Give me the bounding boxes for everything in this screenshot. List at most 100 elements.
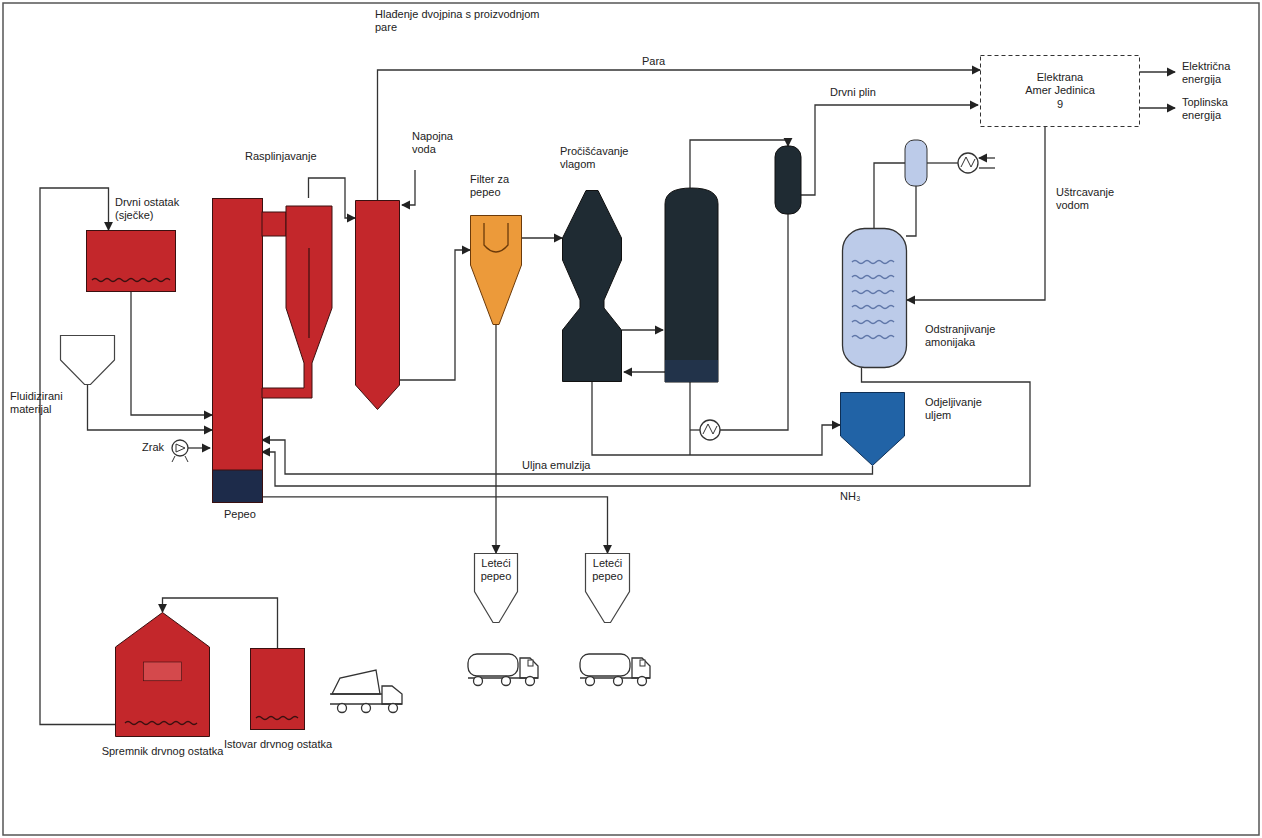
drawing-part	[843, 229, 907, 368]
stream-label: Drvni plin	[828, 86, 878, 99]
node-caption: Spremnik drvnog ostatka	[100, 745, 225, 758]
drawing-part	[382, 686, 402, 704]
flow-connector	[400, 250, 470, 380]
drawing-part	[720, 214, 788, 430]
flow-connector	[522, 237, 562, 238]
drawing-part	[981, 56, 1140, 127]
drawing-part	[665, 188, 718, 382]
drawing-part	[563, 191, 622, 382]
drawing-part	[308, 248, 309, 338]
drawing-part	[961, 157, 975, 167]
drawing-part	[389, 704, 398, 713]
drawing-part	[852, 261, 894, 264]
ash-truck	[468, 654, 538, 686]
fly-ash-silo: Leteći pepeo	[585, 553, 630, 623]
gasifier-shape	[212, 198, 334, 503]
bed-material-hopper-shape	[60, 335, 115, 385]
drawing-part	[852, 291, 894, 294]
gas-cooler-shape	[355, 200, 400, 410]
drawing-part	[700, 420, 720, 440]
output-label: Električna energija	[1180, 60, 1248, 86]
drawing-part	[471, 216, 522, 325]
drawing-part	[906, 186, 916, 236]
drawing-part	[622, 329, 663, 330]
drawing-part	[1140, 107, 1175, 108]
drawing-part	[330, 693, 382, 694]
stream-label: Pepeo	[222, 508, 258, 521]
drawing-part	[262, 212, 286, 236]
fly-ash-silo: Leteći pepeo	[474, 553, 518, 623]
drawing-part	[801, 105, 978, 195]
gas-drum	[775, 146, 801, 214]
drawing-part	[979, 157, 995, 158]
node-caption: Fluidizirani materijal	[10, 390, 80, 416]
node-text: Leteći pepeo	[474, 557, 518, 583]
node-text: Leteći pepeo	[585, 557, 630, 583]
drawing-part	[689, 382, 690, 455]
air-fan	[172, 440, 188, 462]
oil-separator-shape	[840, 392, 905, 466]
edge-label: Para	[640, 55, 667, 68]
flow-connector	[262, 497, 608, 553]
drawing-part	[332, 670, 380, 694]
drawing-part	[125, 722, 197, 725]
node-caption: Drvni ostatak (sječke)	[115, 196, 195, 222]
drawing-part	[356, 201, 400, 410]
drawing-part	[176, 444, 185, 452]
gasifier: Rasplinjavanje	[212, 198, 334, 503]
node-text: Elektrana Amer Jedinica 9	[1025, 71, 1095, 111]
drawing-part	[188, 447, 210, 448]
process-lines	[188, 72, 1175, 455]
node-caption: Pročišćavanje vlagom	[560, 145, 645, 171]
drawing-part	[251, 649, 305, 730]
wood-store: Spremnik drvnog ostatka	[115, 612, 210, 737]
drawing-part	[92, 279, 170, 282]
node-caption: Filter za pepeo	[470, 173, 530, 199]
drawing-part	[213, 199, 263, 503]
drawing-part	[262, 206, 332, 398]
node-caption: Odjeljivanje uljem	[925, 396, 1005, 422]
tipper-truck	[330, 670, 402, 713]
stream-label: Napojna voda	[410, 130, 474, 156]
drawing-part	[703, 424, 717, 434]
ash-truck	[580, 654, 650, 686]
scrubber-column	[665, 188, 718, 382]
drawing-part	[172, 440, 188, 456]
drawing-part	[958, 153, 978, 173]
drawing-part	[690, 429, 700, 430]
drawing-part	[852, 276, 894, 279]
stream-label: Zrak	[140, 441, 166, 454]
drawing-part	[172, 456, 188, 462]
ash-filter-shape	[470, 215, 522, 325]
node-caption: Rasplinjavanje	[245, 150, 340, 163]
wet-scrubber-shape	[562, 190, 622, 382]
flow-connector	[131, 292, 212, 415]
flow-connector	[592, 382, 840, 455]
node-caption: Odstranjivanje amonijaka	[925, 323, 1015, 349]
drawing-part	[213, 470, 263, 503]
drawing-part	[852, 321, 894, 324]
ash-filter: Filter za pepeo	[470, 215, 522, 325]
flow-connector	[495, 325, 496, 553]
gas-cooler: Hlađenje dvojpina s proizvodnjom pare	[355, 200, 400, 410]
feed-hopper-shape	[86, 230, 176, 292]
drawing-part	[665, 360, 718, 382]
drawing-part	[874, 163, 905, 228]
wet-scrubber: Pročišćavanje vlagom	[562, 190, 622, 382]
drawing-part	[690, 140, 788, 188]
bed-material-hopper: Fluidizirani materijal	[60, 335, 115, 385]
drawing-part	[586, 554, 630, 623]
edge-label: NH₃	[838, 490, 862, 503]
drawing-part	[979, 167, 995, 168]
ammonia-stripper-shape	[842, 228, 907, 368]
drawing-part	[338, 704, 347, 713]
flow-connector	[262, 440, 873, 474]
drawing-part	[256, 717, 298, 720]
drawing-part	[927, 162, 958, 163]
feed-hopper: Drvni ostatak (sječke)	[86, 230, 176, 292]
unloading-bin: Istovar drvnog ostatka	[250, 648, 305, 730]
power-plant-box: Elektrana Amer Jedinica 9	[980, 55, 1140, 127]
oil-separator: Odjeljivanje uljem	[840, 392, 905, 466]
